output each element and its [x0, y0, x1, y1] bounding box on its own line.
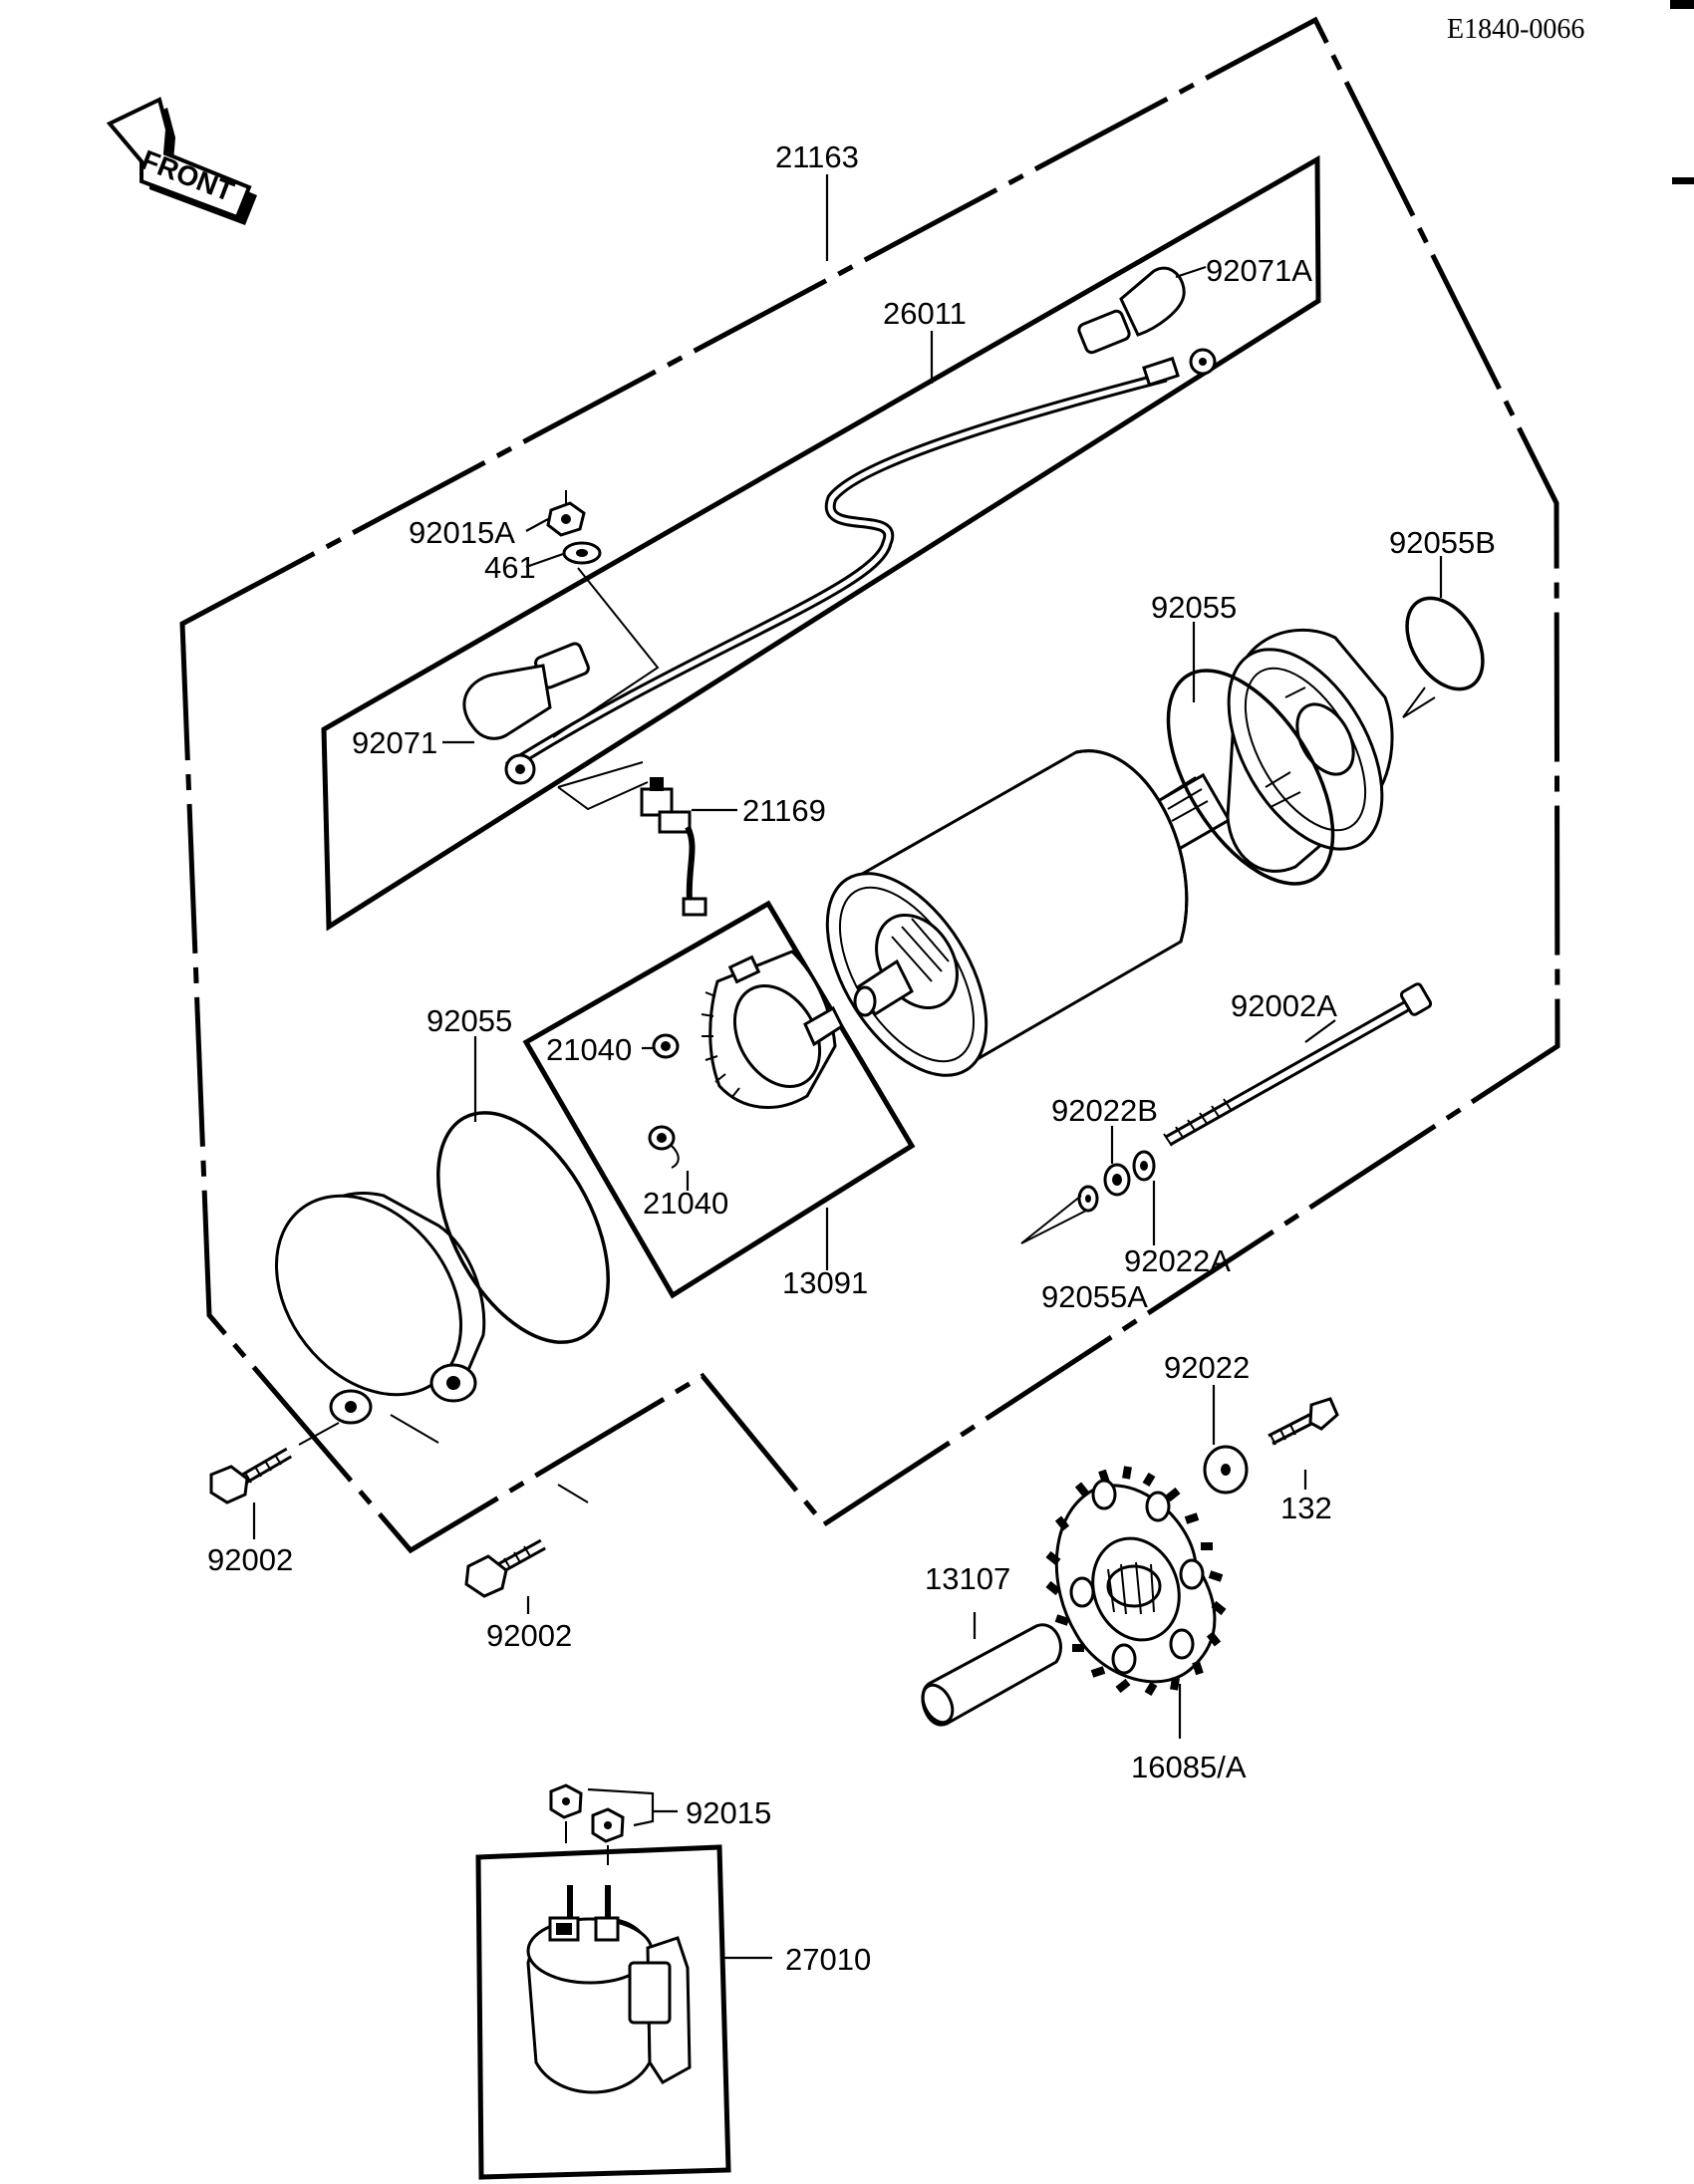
label-27010: 27010	[785, 1942, 871, 1977]
brush-spring-21040-a	[652, 1033, 680, 1059]
part-labels: 21163 26011 92071A 92015A 461 92055B 920…	[207, 139, 1496, 1977]
brush-21169	[640, 777, 707, 917]
label-92055b: 92055B	[1389, 525, 1496, 560]
starter-cable	[504, 348, 1217, 785]
label-21040-a: 21040	[546, 1032, 632, 1067]
label-13091: 13091	[782, 1265, 868, 1300]
washer-92022	[1203, 1445, 1249, 1495]
label-92002-left: 92002	[207, 1542, 293, 1577]
through-bolt-92002a	[1163, 982, 1433, 1147]
nut-92015a	[546, 490, 586, 537]
label-92055-top: 92055	[1151, 590, 1237, 625]
starter-assembly-outline	[179, 16, 1560, 1554]
label-92015: 92015	[686, 1795, 771, 1830]
label-21169: 21169	[742, 793, 826, 828]
label-92022a: 92022A	[1124, 1243, 1231, 1278]
washer-92022b	[1103, 1163, 1131, 1197]
document-code: E1840-0066	[1447, 14, 1584, 45]
fastener-guide-lines	[552, 567, 660, 811]
label-92022b: 92022B	[1051, 1093, 1158, 1128]
washer-461	[562, 541, 602, 565]
starter-relay-27010	[526, 1885, 692, 2094]
terminal-cap-top	[1077, 266, 1186, 355]
label-92071a: 92071A	[1206, 253, 1312, 288]
brush-plate-13091	[701, 950, 844, 1109]
label-92002-mid: 92002	[486, 1618, 572, 1653]
o-ring-92055-front	[436, 1111, 610, 1344]
terminal-cap-left	[462, 642, 590, 740]
label-92071: 92071	[352, 725, 437, 760]
label-21040-b: 21040	[643, 1186, 728, 1221]
corner-mark-top	[1670, 0, 1694, 9]
label-26011: 26011	[883, 296, 967, 331]
leader-lines	[252, 174, 1443, 1960]
washer-guide-lines	[1020, 1195, 1087, 1244]
idle-gear-16085a	[1045, 1466, 1227, 1697]
label-92055a: 92055A	[1041, 1279, 1148, 1314]
bolt-92002-left	[209, 1422, 340, 1504]
label-21163: 21163	[775, 139, 859, 174]
starter-yoke-armature	[825, 749, 1232, 1077]
bolt-92002-mid	[464, 1538, 546, 1598]
nut-92015-a	[549, 1783, 583, 1843]
label-461: 461	[484, 550, 536, 585]
nut-92015-b	[591, 1807, 625, 1865]
label-16085a: 16085/A	[1131, 1750, 1247, 1784]
cable-assembly-outline	[321, 154, 1321, 932]
label-92055-left: 92055	[426, 1003, 512, 1038]
gear-shaft-13107	[921, 1623, 1062, 1727]
corner-mark-mid	[1672, 177, 1694, 184]
o-ring-92055b	[1405, 596, 1485, 691]
brush-spring-21040-b	[648, 1125, 680, 1169]
label-13107: 13107	[925, 1561, 1010, 1596]
label-92022: 92022	[1164, 1350, 1250, 1385]
o-ring-92055-rear	[1166, 669, 1335, 886]
o-ring-92055b-guides	[1402, 686, 1436, 718]
front-direction-arrow: FRONT	[106, 97, 257, 225]
solenoid-outline	[475, 1844, 731, 2180]
brush-plate-outline	[522, 900, 916, 1299]
label-92002a: 92002A	[1231, 988, 1337, 1023]
front-cover	[274, 1191, 589, 1503]
label-132: 132	[1280, 1491, 1332, 1525]
bolt-132	[1268, 1397, 1339, 1446]
washer-92055a	[1077, 1185, 1099, 1213]
washer-92022a	[1132, 1150, 1156, 1182]
label-92015a: 92015A	[409, 515, 515, 550]
